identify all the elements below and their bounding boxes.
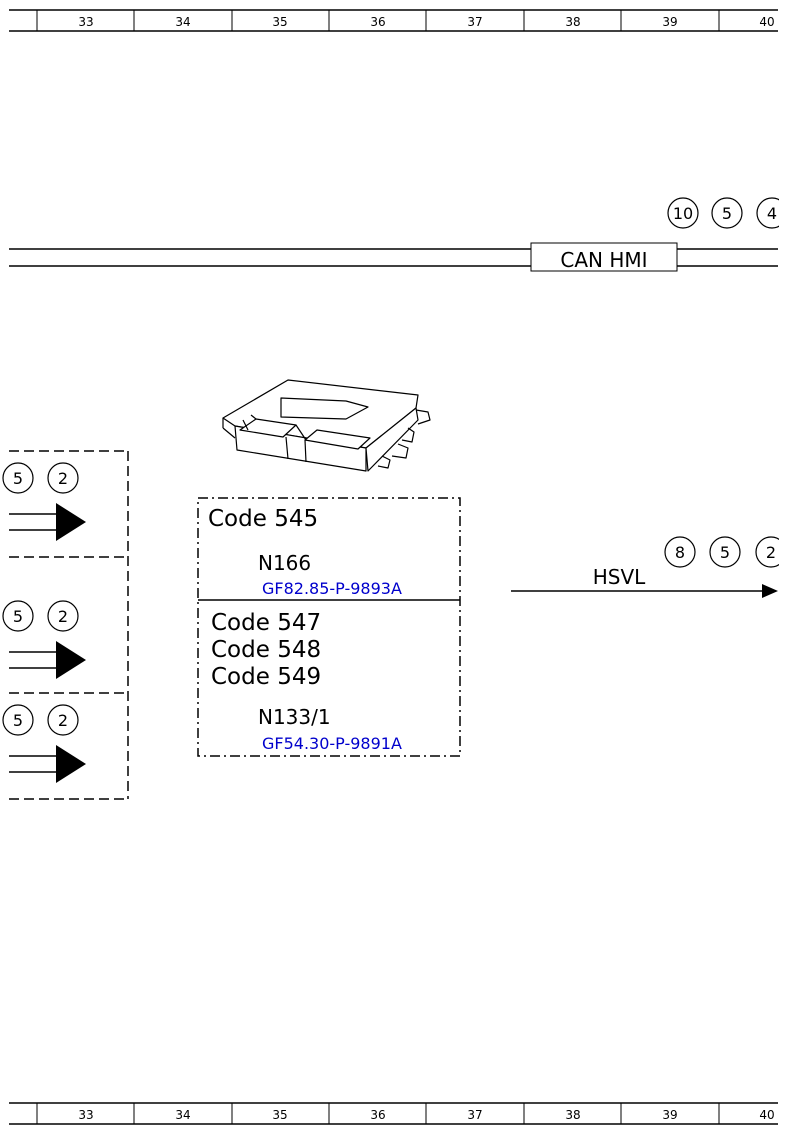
hsvl-pin-circles: 8 5 2 (664, 536, 787, 568)
pin-number: 2 (58, 469, 68, 488)
arrow-right-icon (762, 584, 778, 598)
grid-col-bottom: 33 (78, 1108, 93, 1122)
grid-col-bottom: 38 (565, 1108, 580, 1122)
grid-col-bottom: 36 (370, 1108, 385, 1122)
left-connector-3[interactable]: 5 2 (2, 704, 86, 783)
component-id: N166 (258, 551, 311, 575)
top-grid-ruler: 33 34 35 36 37 38 39 40 (9, 9, 778, 32)
left-connector-group (9, 450, 129, 800)
pin-number: 5 (720, 543, 730, 562)
grid-col-top: 35 (272, 15, 287, 29)
pin-number: 5 (722, 204, 732, 223)
hsvl-label: HSVL (593, 565, 646, 589)
grid-col-top: 38 (565, 15, 580, 29)
pin-number: 5 (13, 711, 23, 730)
can-hmi-label: CAN HMI (560, 248, 647, 272)
can-pin-circles: 10 5 4 (667, 197, 787, 229)
component-id: N133/1 (258, 705, 331, 729)
code-label: Code 548 (211, 637, 321, 663)
document-link[interactable]: GF82.85-P-9893A (262, 579, 402, 598)
arrow-right-icon (56, 641, 86, 679)
code-label: Code 547 (211, 610, 321, 636)
grid-col-bottom: 40 (759, 1108, 774, 1122)
grid-col-top: 37 (467, 15, 482, 29)
module-box (197, 497, 461, 757)
arrow-right-icon (56, 503, 86, 541)
pin-number: 5 (13, 607, 23, 626)
can-hmi-bus[interactable]: CAN HMI (9, 242, 778, 272)
control-unit-image (222, 379, 431, 472)
bottom-grid-ruler: 33 34 35 36 37 38 39 40 (9, 1102, 778, 1125)
arrow-right-icon (56, 745, 86, 783)
grid-col-bottom: 35 (272, 1108, 287, 1122)
pin-number: 2 (58, 711, 68, 730)
grid-col-top: 39 (662, 15, 677, 29)
grid-col-top: 36 (370, 15, 385, 29)
pin-number: 8 (675, 543, 685, 562)
right-edge-mask (779, 0, 787, 1134)
document-link[interactable]: GF54.30-P-9891A (262, 734, 402, 753)
grid-col-top: 40 (759, 15, 774, 29)
code-label: Code 545 (208, 506, 318, 532)
code-label: Code 549 (211, 664, 321, 690)
hsvl-signal[interactable]: HSVL (511, 565, 778, 598)
pin-number: 4 (767, 204, 777, 223)
module-upper-section: Code 545 N166 GF82.85-P-9893A (208, 506, 402, 598)
module-lower-section: Code 547 Code 548 Code 549 N133/1 GF54.3… (211, 610, 402, 753)
left-connector-1[interactable]: 5 2 (2, 462, 86, 541)
pin-number: 2 (766, 543, 776, 562)
pin-number: 2 (58, 607, 68, 626)
grid-col-top: 34 (175, 15, 190, 29)
grid-col-bottom: 34 (175, 1108, 190, 1122)
left-connector-2[interactable]: 5 2 (2, 600, 86, 679)
grid-col-top: 33 (78, 15, 93, 29)
pin-number: 10 (673, 204, 693, 223)
grid-col-bottom: 37 (467, 1108, 482, 1122)
grid-col-bottom: 39 (662, 1108, 677, 1122)
pin-number: 5 (13, 469, 23, 488)
